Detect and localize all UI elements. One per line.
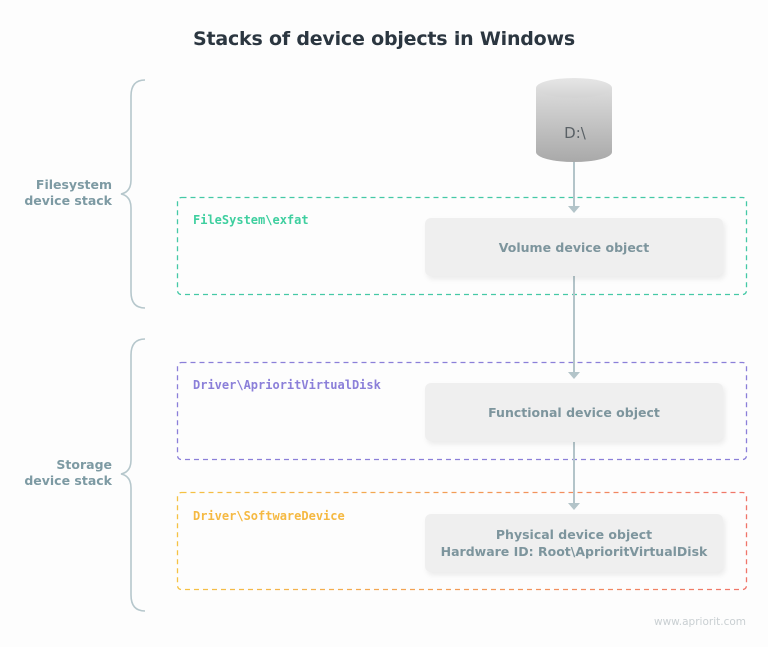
arrow-volume-to-functional — [568, 276, 580, 379]
filesystem-stack-label: Filesystem device stack — [16, 177, 112, 209]
stack-label-physical: Driver\SoftwareDevice — [193, 509, 345, 523]
diagram-title: Stacks of device objects in Windows — [193, 28, 575, 50]
group-label-line1: Storage — [56, 457, 112, 472]
storage-stack-label: Storage device stack — [16, 457, 112, 489]
stack-label-filesystem: FileSystem\exfat — [193, 213, 309, 227]
arrow-drive-to-volume — [568, 162, 580, 213]
physical-device-object-node: Physical device object Hardware ID: Root… — [425, 514, 723, 572]
volume-device-object-node: Volume device object — [425, 218, 723, 276]
watermark: www.apriorit.com — [653, 616, 746, 628]
group-label-line1: Filesystem — [35, 177, 112, 192]
node-hardware-id: Hardware ID: Root\AprioritVirtualDisk — [440, 544, 708, 559]
physical-stack-box — [176, 491, 748, 591]
functional-device-object-node: Functional device object — [425, 383, 723, 441]
storage-stack-brace — [120, 338, 146, 612]
filesystem-stack-brace — [120, 79, 146, 309]
functional-stack-box — [176, 361, 748, 461]
filesystem-stack-box — [176, 196, 748, 296]
node-text: Physical device object — [495, 527, 653, 542]
group-label-line2: device stack — [24, 473, 112, 488]
database-cylinder-icon — [536, 78, 612, 162]
node-text: Functional device object — [488, 404, 660, 420]
arrow-functional-to-physical — [568, 442, 580, 510]
node-text: Volume device object — [498, 239, 650, 255]
stack-label-functional: Driver\AprioritVirtualDisk — [193, 378, 381, 392]
group-label-line2: device stack — [24, 193, 112, 208]
drive-label: D:\ — [564, 124, 586, 142]
